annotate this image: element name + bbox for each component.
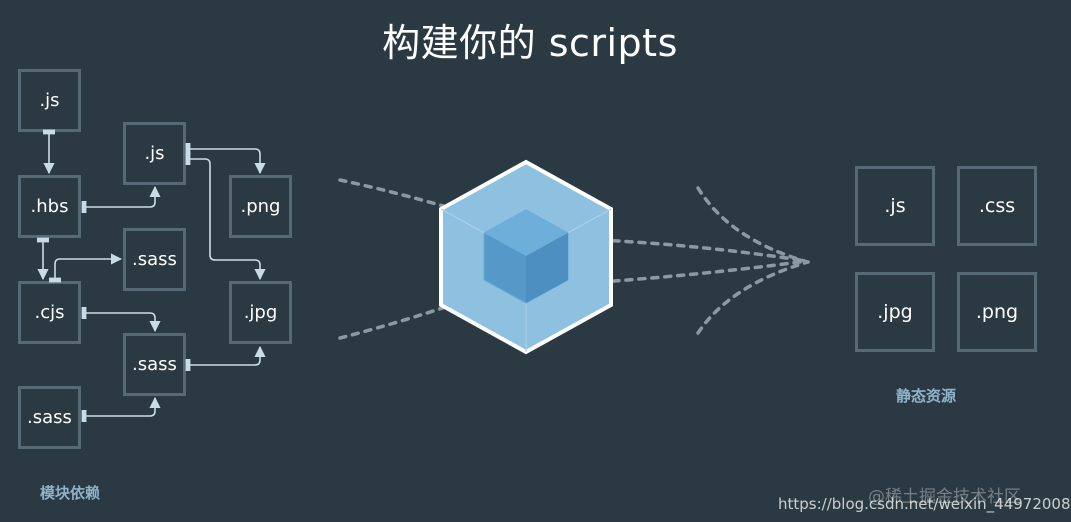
flow-out-bottom [598, 260, 802, 284]
connector-sass-sass [81, 396, 161, 422]
watermark-site: @稀土掘金技术社区 [868, 487, 1021, 507]
module-jpg: .jpg [229, 281, 292, 344]
flow-out-arc-top [696, 186, 810, 264]
connector-cjs-sass [49, 253, 123, 283]
module-hbs: .hbs [18, 175, 81, 238]
connector-hbs-js [81, 185, 161, 213]
module-js-2: .js [123, 122, 186, 185]
webpack-cube-icon [439, 159, 613, 355]
connector-cjs-sass-2 [81, 307, 161, 333]
flow-in-bottom [338, 290, 492, 340]
flow-out-arc-bottom [696, 260, 810, 335]
connector-sass-jpg [185, 345, 266, 371]
connector-js-png [185, 143, 266, 175]
asset-jpg: .jpg [855, 272, 935, 352]
module-sass-3: .sass [123, 333, 186, 396]
module-cjs: .cjs [18, 281, 81, 344]
asset-png: .png [957, 272, 1037, 352]
asset-css: .css [957, 166, 1037, 246]
watermark-url: https://blog.csdn.net/weixin_44972008 [778, 495, 1071, 513]
flow-out-top [598, 238, 802, 262]
module-sass-2: .sass [123, 228, 186, 291]
dependencies-caption: 模块依赖 [40, 484, 101, 502]
module-sass-1: .sass [18, 386, 81, 449]
connector-js-jpg [185, 153, 266, 281]
dependency-connectors [37, 129, 266, 422]
assets-caption: 静态资源 [896, 387, 957, 405]
page-title: 构建你的 scripts [382, 21, 678, 65]
asset-js: .js [855, 166, 935, 246]
